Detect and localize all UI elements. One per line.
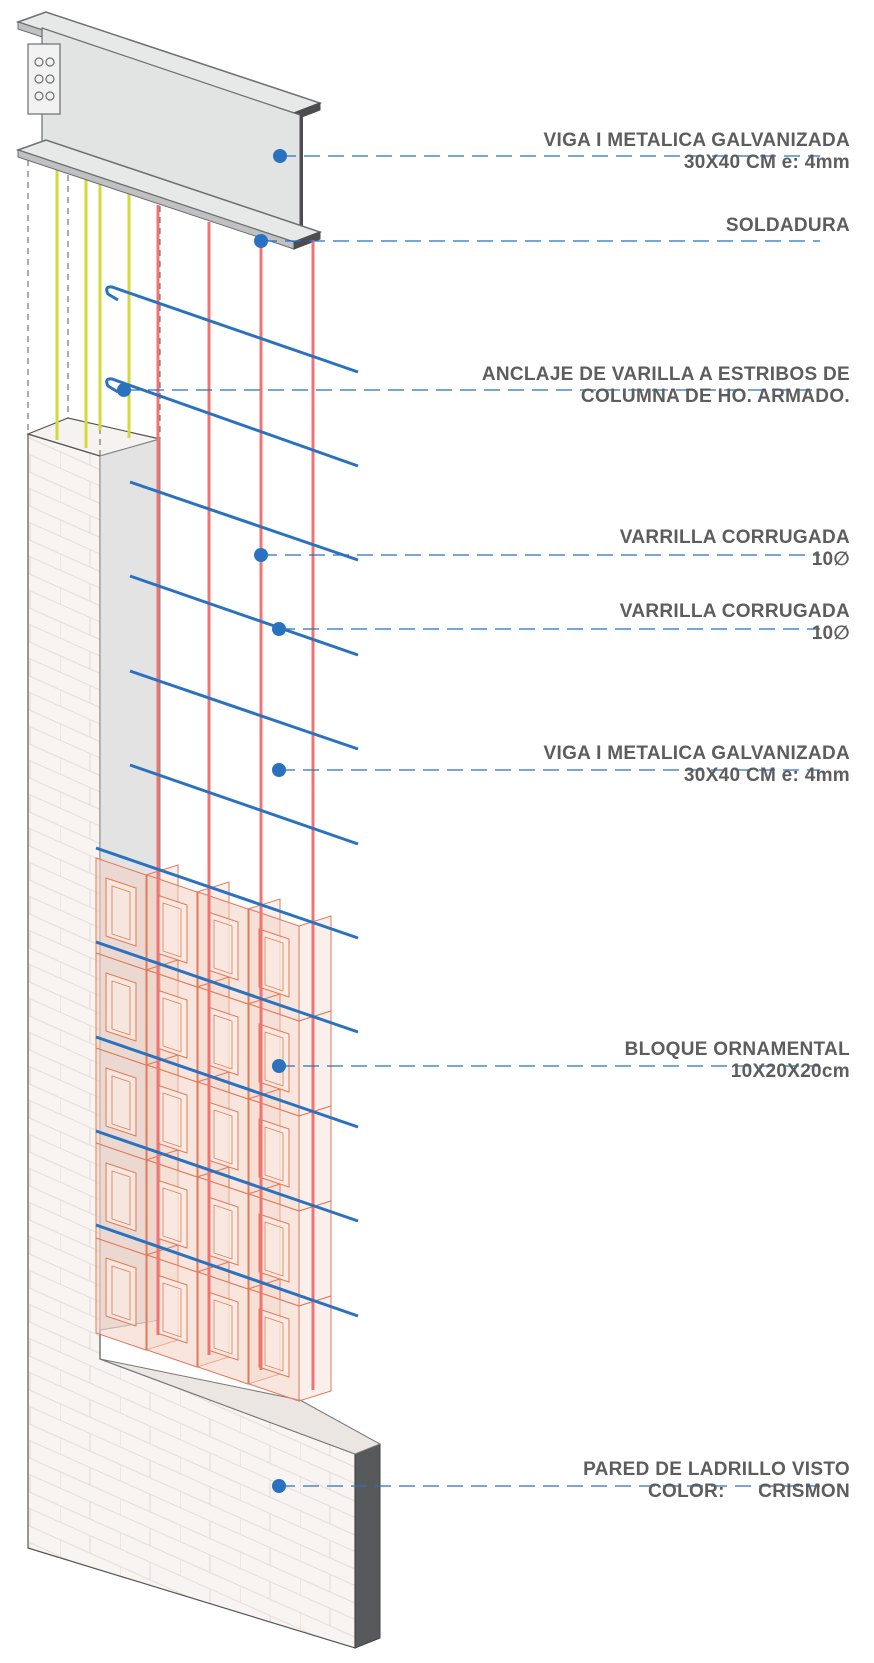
label-varrilla-1-line2: 10∅ [811, 549, 850, 570]
label-pared-line1: PARED DE LADRILLO VISTO [583, 1459, 850, 1480]
steel-i-beam [15, 11, 323, 250]
brick-wall-side [354, 1443, 381, 1649]
column-outline-dashed [27, 160, 161, 456]
callout-leaders [124, 155, 820, 1487]
label-varrilla-1-line1: VARRILLA CORRUGADA [619, 527, 850, 548]
ornamental-blocks [95, 857, 332, 1402]
label-bloque-line1: BLOQUE ORNAMENTAL [624, 1039, 850, 1060]
label-bloque: BLOQUE ORNAMENTAL 10X20X20cm [625, 1039, 850, 1083]
label-anclaje-line1: ANCLAJE DE VARILLA A ESTRIBOS DE [481, 364, 850, 385]
label-viga-1: VIGA I METALICA GALVANIZADA 30X40 CM e: … [544, 130, 850, 174]
label-soldadura: SOLDADURA [726, 215, 850, 237]
label-viga-2-line2: 30X40 CM e: 4mm [683, 765, 850, 786]
bolt-plate [27, 43, 61, 115]
label-varrilla-2: VARRILLA CORRUGADA 10∅ [620, 601, 850, 645]
horizontal-rebars-blue [95, 285, 359, 1318]
label-varrilla-2-line2: 10∅ [811, 623, 850, 644]
vertical-rebars-red [156, 205, 315, 1390]
callout-dot-icon [117, 149, 287, 1493]
label-soldadura-line1: SOLDADURA [725, 215, 850, 236]
label-varrilla-2-line1: VARRILLA CORRUGADA [619, 601, 850, 622]
label-viga-1-line1: VIGA I METALICA GALVANIZADA [543, 130, 850, 151]
label-viga-2-line1: VIGA I METALICA GALVANIZADA [543, 743, 850, 764]
brick-wall-top [99, 1358, 382, 1455]
label-anclaje: ANCLAJE DE VARILLA A ESTRIBOS DE COLUMNA… [482, 364, 850, 408]
column-rebars-yellow [55, 170, 131, 448]
bolt-icon [34, 57, 55, 101]
label-pared-line2: COLOR: CRISMON [647, 1481, 850, 1502]
label-bloque-line2: 10X20X20cm [730, 1061, 850, 1082]
label-pared: PARED DE LADRILLO VISTO COLOR: CRISMON [583, 1459, 850, 1503]
label-viga-2: VIGA I METALICA GALVANIZADA 30X40 CM e: … [544, 743, 850, 787]
label-varrilla-1: VARRILLA CORRUGADA 10∅ [620, 527, 850, 571]
label-viga-1-line2: 30X40 CM e: 4mm [683, 152, 850, 173]
label-anclaje-line2: COLUMNA DE HO. ARMADO. [580, 386, 850, 407]
